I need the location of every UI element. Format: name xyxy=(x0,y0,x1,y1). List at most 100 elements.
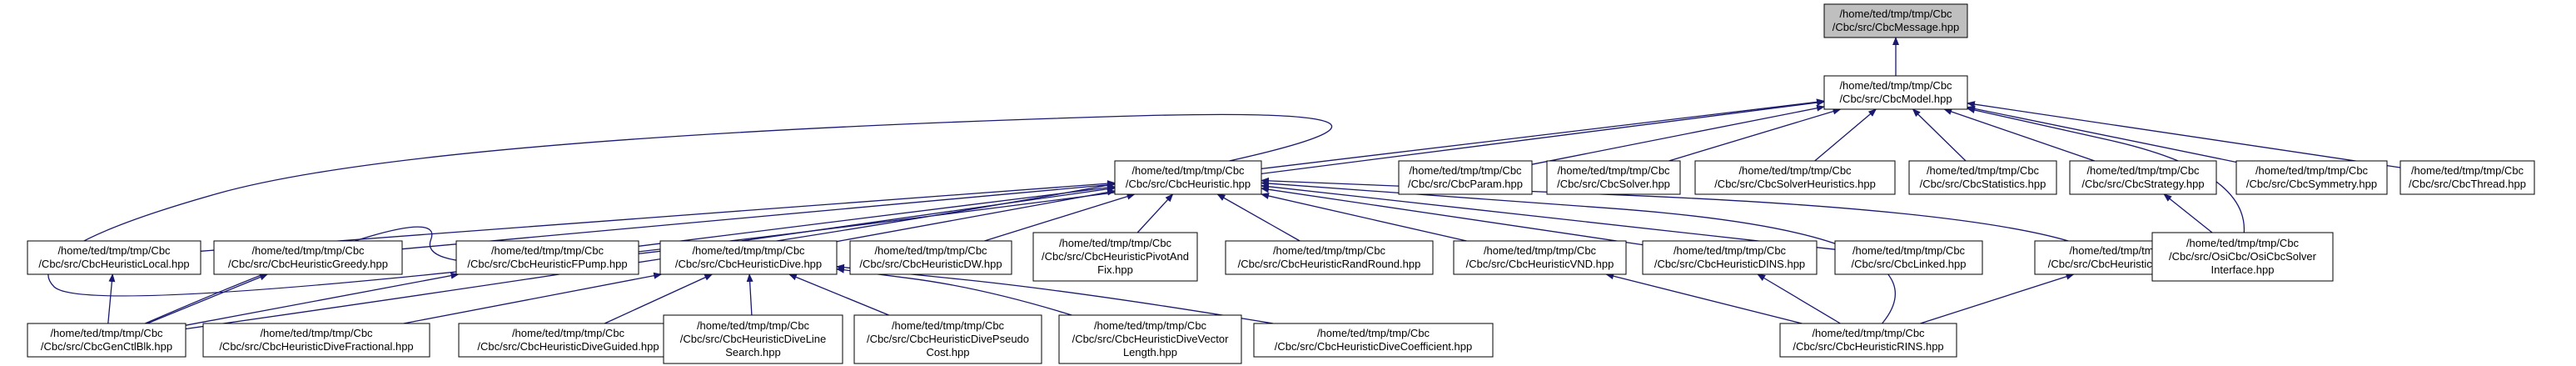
edge-cbc-strategy-to-cbc-model xyxy=(1943,108,2096,162)
edge-cbc-heuristic-dive-vector-length-to-cbc-heuristic-dive xyxy=(836,266,1072,316)
node-label-line: /Cbc/src/CbcHeuristicDiveLine xyxy=(680,333,827,345)
node-box xyxy=(1253,323,1494,358)
node-box xyxy=(853,314,1042,364)
node-box xyxy=(1642,240,1818,275)
node-label-line: /Cbc/src/CbcSolver.hpp xyxy=(1557,178,1670,190)
node-label-line: /Cbc/src/CbcSymmetry.hpp xyxy=(2246,178,2377,190)
node-cbc-message: /home/ted/tmp/tmp/Cbc/Cbc/src/CbcMessage… xyxy=(1823,3,1968,38)
node-label-line: /Cbc/src/CbcMessage.hpp xyxy=(1833,21,1959,33)
node-box xyxy=(1058,314,1242,364)
node-label-line: /home/ted/tmp/tmp/Cbc xyxy=(1484,244,1597,257)
node-cbc-heuristic-f-pump[interactable]: /home/ted/tmp/tmp/Cbc/Cbc/src/CbcHeurist… xyxy=(455,240,639,275)
node-cbc-param[interactable]: /home/ted/tmp/tmp/Cbc/Cbc/src/CbcParam.h… xyxy=(1398,160,1533,195)
node-label-line: /Cbc/src/CbcHeuristicPivotAnd xyxy=(1042,250,1189,263)
node-box xyxy=(458,323,679,358)
node-cbc-gen-ctl-blk[interactable]: /home/ted/tmp/tmp/Cbc/Cbc/src/CbcGenCtlB… xyxy=(27,323,186,358)
nodes-layer: /home/ted/tmp/tmp/Cbc/Cbc/src/CbcMessage… xyxy=(27,3,2535,364)
node-label-line: /home/ted/tmp/tmp/Cbc xyxy=(2411,164,2524,177)
node-label-line: Length.hpp xyxy=(1123,346,1177,358)
node-label-line: /Cbc/src/CbcLinked.hpp xyxy=(1851,258,1966,270)
node-box xyxy=(1823,3,1968,38)
node-label-line: /home/ted/tmp/tmp/Cbc xyxy=(50,327,163,339)
edge-cbc-thread-to-cbc-model xyxy=(1967,101,2401,168)
edge-cbc-linked-to-cbc-heuristic xyxy=(1261,183,1836,250)
node-label-line: /Cbc/src/CbcParam.hpp xyxy=(1408,178,1523,190)
edge-cbc-param-to-cbc-model xyxy=(1531,104,1825,165)
edge-cbc-heuristic-rins-to-cbc-heuristic-vnd xyxy=(1605,273,1803,324)
node-cbc-heuristic-vnd[interactable]: /home/ted/tmp/tmp/Cbc/Cbc/src/CbcHeurist… xyxy=(1453,240,1627,275)
node-label-line: /home/ted/tmp/tmp/Cbc xyxy=(692,244,805,257)
node-label-line: /Cbc/src/CbcGenCtlBlk.hpp xyxy=(41,340,172,353)
node-cbc-linked[interactable]: /home/ted/tmp/tmp/Cbc/Cbc/src/CbcLinked.… xyxy=(1834,240,1983,275)
node-box xyxy=(1834,240,1983,275)
node-cbc-statistics[interactable]: /home/ted/tmp/tmp/Cbc/Cbc/src/CbcStatist… xyxy=(1908,160,2057,195)
node-label-line: /home/ted/tmp/tmp/Cbc xyxy=(57,244,171,257)
node-cbc-heuristic-rins[interactable]: /home/ted/tmp/tmp/Cbc/Cbc/src/CbcHeurist… xyxy=(1779,323,1957,358)
node-cbc-model[interactable]: /home/ted/tmp/tmp/Cbc/Cbc/src/CbcModel.h… xyxy=(1823,75,1968,110)
edge-cbc-heuristic-dive-guided-to-cbc-heuristic-dive xyxy=(604,273,714,324)
node-cbc-heuristic-dw[interactable]: /home/ted/tmp/tmp/Cbc/Cbc/src/CbcHeurist… xyxy=(849,240,1012,275)
node-label-line: /Cbc/src/CbcStatistics.hpp xyxy=(1920,178,2046,190)
node-box xyxy=(1908,160,2057,195)
node-cbc-heuristic-dive-vector-length[interactable]: /home/ted/tmp/tmp/Cbc/Cbc/src/CbcHeurist… xyxy=(1058,314,1242,364)
edge-cbc-heuristic-pivot-and-fix-to-cbc-heuristic xyxy=(1136,193,1174,233)
node-cbc-solver[interactable]: /home/ted/tmp/tmp/Cbc/Cbc/src/CbcSolver.… xyxy=(1546,160,1681,195)
node-cbc-heuristic-dive-coefficient[interactable]: /home/ted/tmp/tmp/Cbc/Cbc/src/CbcHeurist… xyxy=(1253,323,1494,358)
node-label-line: /Cbc/src/CbcSolverHeuristics.hpp xyxy=(1714,178,1876,190)
node-box xyxy=(202,323,430,358)
edge-cbc-heuristic-rins-to-cbc-heuristic-dins xyxy=(1757,273,1841,324)
node-box xyxy=(1032,232,1198,282)
node-box xyxy=(2069,160,2217,195)
node-cbc-heuristic-dive-line-search[interactable]: /home/ted/tmp/tmp/Cbc/Cbc/src/CbcHeurist… xyxy=(663,314,843,364)
node-label-line: /home/ted/tmp/tmp/Cbc xyxy=(2086,164,2200,177)
edge-cbc-heuristic-dins-to-cbc-heuristic xyxy=(1261,186,1644,246)
edge-cbc-heuristic-local-to-cbc-heuristic xyxy=(200,180,1116,252)
edge-cbc-symmetry-to-cbc-model xyxy=(1967,105,2237,163)
node-label-line: /Cbc/src/CbcHeuristicDivePseudo xyxy=(867,333,1029,345)
node-cbc-heuristic-greedy[interactable]: /home/ted/tmp/tmp/Cbc/Cbc/src/CbcHeurist… xyxy=(213,240,403,275)
node-cbc-heuristic-local[interactable]: /home/ted/tmp/tmp/Cbc/Cbc/src/CbcHeurist… xyxy=(27,240,201,275)
node-osi-cbc-solver-interface[interactable]: /home/ted/tmp/tmp/Cbc/Cbc/src/OsiCbc/Osi… xyxy=(2151,232,2334,282)
node-box xyxy=(1546,160,1681,195)
node-label-line: /home/ted/tmp/tmp/Cbc xyxy=(491,244,604,257)
node-label-line: Cost.hpp xyxy=(926,346,969,358)
node-box xyxy=(849,240,1012,275)
node-label-line: /home/ted/tmp/tmp/Cbc xyxy=(892,319,1005,332)
node-label-line: /home/ted/tmp/tmp/Cbc xyxy=(1409,164,1522,177)
node-label-line: /Cbc/src/CbcHeuristicVND.hpp xyxy=(1466,258,1614,270)
edge-cbc-heuristic-rand-round-to-cbc-heuristic xyxy=(1216,193,1300,242)
node-cbc-heuristic-pivot-and-fix[interactable]: /home/ted/tmp/tmp/Cbc/Cbc/src/CbcHeurist… xyxy=(1032,232,1198,282)
node-cbc-heuristic[interactable]: /home/ted/tmp/tmp/Cbc/Cbc/src/CbcHeurist… xyxy=(1114,160,1262,195)
node-cbc-heuristic-dins[interactable]: /home/ted/tmp/tmp/Cbc/Cbc/src/CbcHeurist… xyxy=(1642,240,1818,275)
node-box xyxy=(1694,160,1896,195)
node-label-line: /Cbc/src/CbcHeuristicDive.hpp xyxy=(675,258,822,270)
node-label-line: /Cbc/src/CbcHeuristicGreedy.hpp xyxy=(228,258,388,270)
node-cbc-heuristic-dive[interactable]: /home/ted/tmp/tmp/Cbc/Cbc/src/CbcHeurist… xyxy=(659,240,838,275)
node-label-line: /home/ted/tmp/tmp/Cbc xyxy=(1317,327,1430,339)
edge-cbc-heuristic-dw-to-cbc-heuristic xyxy=(984,193,1136,242)
node-label-line: /home/ted/tmp/tmp/Cbc xyxy=(1557,164,1670,177)
node-label-line: /Cbc/src/CbcHeuristicRandRound.hpp xyxy=(1238,258,1421,270)
edge-cbc-heuristic-f-pump-to-cbc-heuristic xyxy=(638,184,1116,247)
node-cbc-solver-heuristics[interactable]: /home/ted/tmp/tmp/Cbc/Cbc/src/CbcSolverH… xyxy=(1694,160,1896,195)
node-cbc-heuristic-dive-pseudo-cost[interactable]: /home/ted/tmp/tmp/Cbc/Cbc/src/CbcHeurist… xyxy=(853,314,1042,364)
node-cbc-symmetry[interactable]: /home/ted/tmp/tmp/Cbc/Cbc/src/CbcSymmetr… xyxy=(2235,160,2388,195)
node-label-line: /home/ted/tmp/tmp/Cbc xyxy=(512,327,625,339)
node-box xyxy=(1114,160,1262,195)
node-label-line: /home/ted/tmp/tmp/Cbc xyxy=(1852,244,1966,257)
node-box xyxy=(1779,323,1957,358)
node-box xyxy=(455,240,639,275)
edge-cbc-gen-ctl-blk-to-cbc-heuristic-greedy xyxy=(147,273,269,324)
node-label-line: /Cbc/src/CbcHeuristicDW.hpp xyxy=(859,258,1002,270)
node-cbc-strategy[interactable]: /home/ted/tmp/tmp/Cbc/Cbc/src/CbcStrateg… xyxy=(2069,160,2217,195)
node-label-line: Search.hpp xyxy=(725,346,781,358)
node-box xyxy=(1453,240,1627,275)
edge-cbc-gen-ctl-blk-to-cbc-heuristic-f-pump xyxy=(185,272,460,326)
node-cbc-thread[interactable]: /home/ted/tmp/tmp/Cbc/Cbc/src/CbcThread.… xyxy=(2399,160,2535,195)
node-cbc-heuristic-dive-guided[interactable]: /home/ted/tmp/tmp/Cbc/Cbc/src/CbcHeurist… xyxy=(458,323,679,358)
node-cbc-heuristic-rand-round[interactable]: /home/ted/tmp/tmp/Cbc/Cbc/src/CbcHeurist… xyxy=(1225,240,1434,275)
node-cbc-heuristic-dive-fractional[interactable]: /home/ted/tmp/tmp/Cbc/Cbc/src/CbcHeurist… xyxy=(202,323,430,358)
node-box xyxy=(1398,160,1533,195)
node-label-line: /Cbc/src/CbcHeuristicDiveGuided.hpp xyxy=(477,340,659,353)
